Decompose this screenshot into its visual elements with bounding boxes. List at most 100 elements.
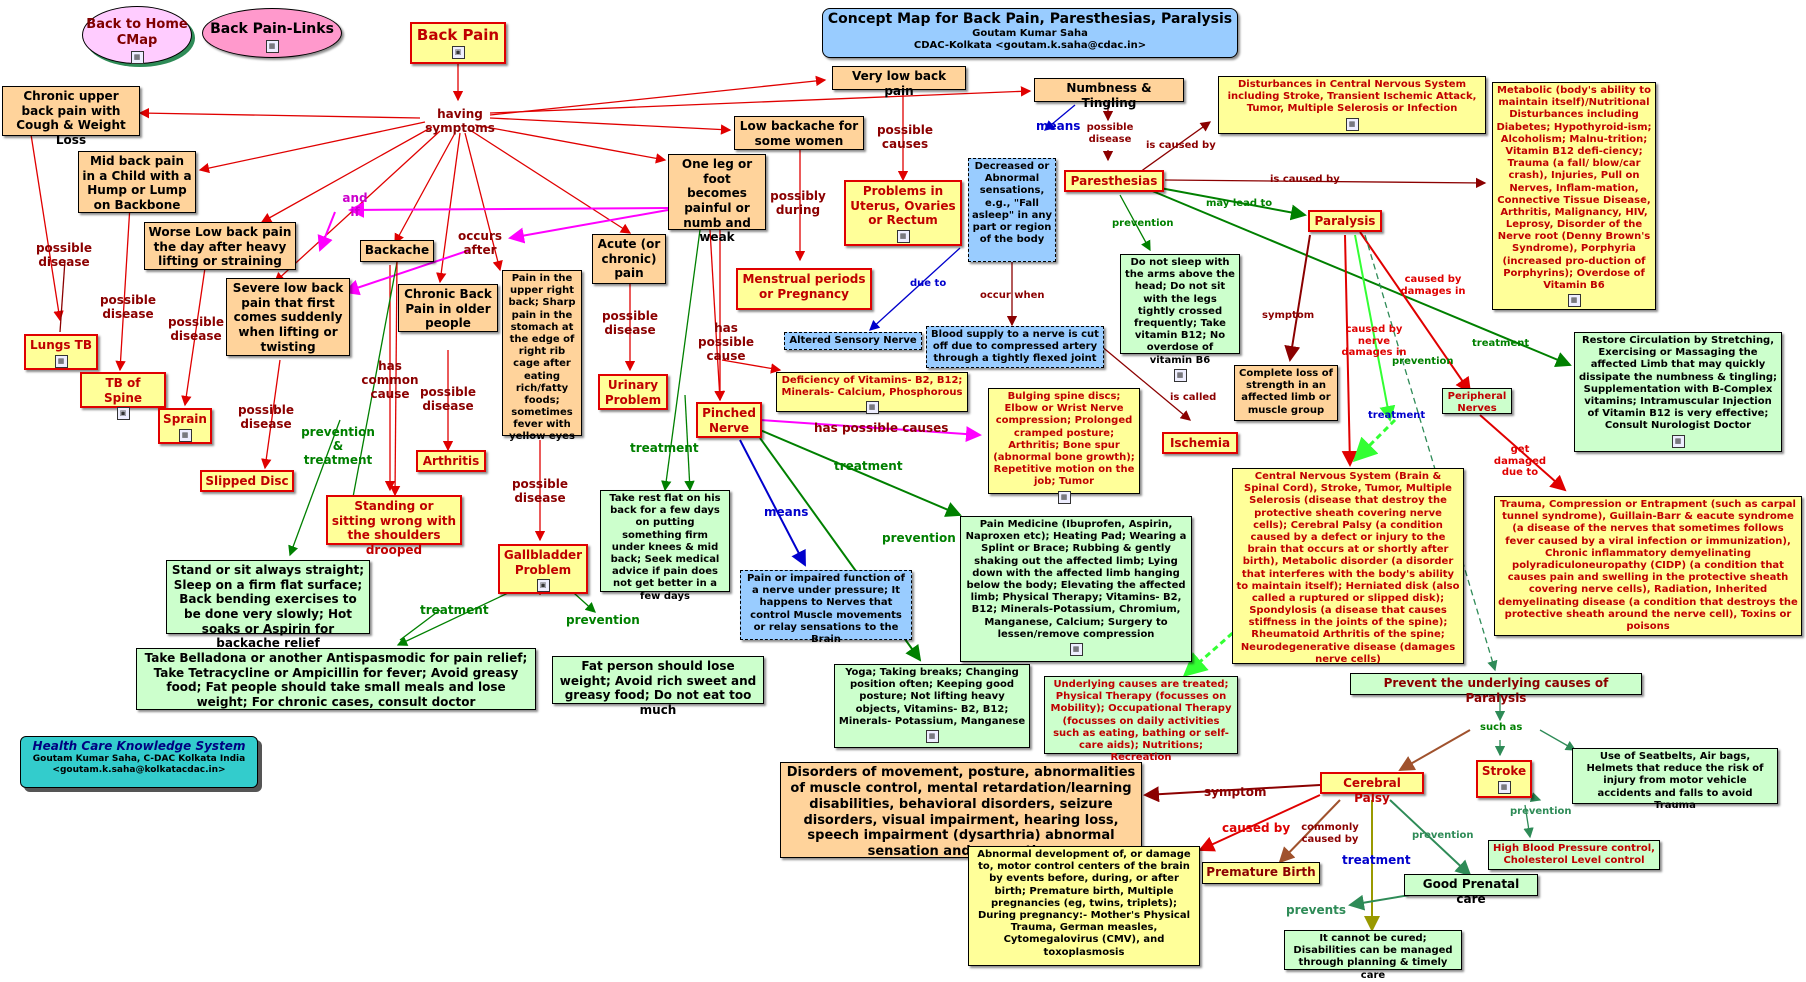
node-abnormal-dev[interactable]: Abnormal development of, or damage to, m… — [968, 846, 1200, 966]
node-mid-back[interactable]: Mid back pain in a Child with a Hump or … — [78, 151, 196, 213]
node-altered[interactable]: Altered Sensory Nerve — [784, 332, 922, 350]
node-sprain[interactable]: Sprain▦ — [158, 408, 212, 444]
node-underlying[interactable]: Underlying causes are treated; Physical … — [1044, 676, 1238, 763]
node-uterus[interactable]: Problems in Uterus, Ovaries or Rectum▦ — [844, 180, 962, 246]
node-low-women[interactable]: Low backache for some women — [734, 116, 864, 150]
node-chronic-older[interactable]: Chronic Back Pain in older people — [398, 284, 498, 332]
node-paralysis[interactable]: Paralysis — [1308, 210, 1382, 232]
node-cns[interactable]: Central Nervous System (Brain & Spinal C… — [1232, 468, 1464, 665]
label-caused-by: caused by — [1222, 821, 1291, 835]
footer-line2: <goutam.k.saha@kolkatacdac.in> — [52, 764, 226, 775]
node-right-upper[interactable]: Pain in the upper right back; Sharp pain… — [502, 270, 582, 442]
node-complete-loss[interactable]: Complete loss of strength in an affected… — [1234, 365, 1338, 421]
node-no-sleep[interactable]: Do not sleep with the arms above the hea… — [1120, 254, 1240, 382]
label-get-damaged: get damaged due to — [1493, 444, 1547, 478]
label-possible-disease-4: possible disease — [237, 403, 295, 431]
label-treatment-4: treatment — [1472, 338, 1530, 349]
node-restore[interactable]: Restore Circulation by Stretching, Exerc… — [1574, 332, 1782, 452]
label-occurs-after: occurs after — [457, 229, 503, 257]
node-gallbladder[interactable]: Gallbladder Problem▣ — [498, 544, 588, 594]
label-prevention-2: prevention — [882, 531, 956, 545]
node-metabolic[interactable]: Metabolic (body's ability to maintain it… — [1492, 82, 1656, 310]
cmap-doc-icon: ▦ — [1173, 368, 1187, 382]
node-standing[interactable]: Standing or sitting wrong with the shoul… — [326, 495, 462, 557]
label-possible-causes: possible causes — [876, 123, 934, 151]
node-back-pain[interactable]: Back Pain▣ — [410, 22, 506, 64]
label-caused-by-damages: caused by damages in — [1400, 274, 1466, 297]
node-one-leg[interactable]: One leg or foot becomes painful or numb … — [668, 154, 766, 244]
node-seatbelts[interactable]: Use of Seatbelts, Air bags, Helmets that… — [1572, 748, 1778, 811]
node-numbness[interactable]: Numbness & Tingling — [1034, 78, 1184, 110]
cmap-doc-icon: ▦ — [1345, 117, 1359, 131]
back-pain-links-link[interactable]: Back Pain-Links ▦ — [202, 8, 342, 58]
image-icon: ▣ — [451, 46, 465, 60]
label-prevention-4: prevention — [1392, 356, 1454, 367]
label-means-1: means — [764, 505, 809, 519]
node-high-bp[interactable]: High Blood Pressure control, Cholesterol… — [1488, 840, 1660, 870]
node-yoga[interactable]: Yoga; Taking breaks; Changing position o… — [834, 664, 1030, 748]
node-pain-medicine[interactable]: Pain Medicine (Ibuprofen, Aspirin, Napro… — [960, 516, 1192, 662]
node-belladona[interactable]: Take Belladona or another Antispasmodic … — [136, 648, 536, 710]
node-disturbances[interactable]: Disturbances in Central Nervous System i… — [1218, 76, 1486, 134]
node-cannot-cure[interactable]: It cannot be cured; Disabilities can be … — [1284, 930, 1462, 981]
home-link-label: Back to Home CMap — [86, 17, 188, 48]
node-very-low[interactable]: Very low back pain — [832, 66, 966, 98]
footer-box: Health Care Knowledge System Goutam Kuma… — [20, 736, 258, 788]
label-is-caused-by-2: is caused by — [1270, 174, 1340, 185]
node-acute[interactable]: Acute (or chronic) pain — [592, 234, 666, 284]
label-prevention-treatment: prevention & treatment — [301, 425, 375, 467]
node-lungs-tb[interactable]: Lungs TB▦ — [24, 334, 98, 370]
cmap-doc-icon: ▦ — [1497, 780, 1511, 794]
label-possible-disease-1: possible disease — [35, 241, 93, 269]
node-arthritis[interactable]: Arthritis — [416, 450, 486, 472]
node-pinched-nerve[interactable]: Pinched Nerve — [696, 402, 762, 438]
home-cmap-link[interactable]: Back to Home CMap ▦ — [82, 6, 192, 64]
footer-title: Health Care Knowledge System — [32, 739, 246, 753]
node-prevent-underlying[interactable]: Prevent the underlying causes of Paralys… — [1350, 673, 1642, 705]
node-cerebral-palsy[interactable]: Cerebral Palsy — [1320, 772, 1424, 805]
label-possible-disease-2: possible disease — [99, 293, 157, 321]
node-stand-sit[interactable]: Stand or sit always straight; Sleep on a… — [166, 560, 370, 650]
cmap-doc-icon: ▦ — [896, 229, 910, 243]
node-trauma[interactable]: Trauma, Compression or Entrapment (such … — [1494, 496, 1802, 636]
node-paresthesias[interactable]: Paresthesias — [1064, 170, 1164, 192]
page-title-box: Concept Map for Back Pain, Paresthesias,… — [822, 8, 1238, 58]
node-chronic-upper[interactable]: Chronic upper back pain with Cough & Wei… — [2, 86, 140, 147]
node-premature-birth[interactable]: Premature Birth — [1202, 862, 1320, 884]
node-prenatal-care[interactable]: Good Prenatal care — [1404, 874, 1538, 906]
cmap-doc-icon: ▦ — [265, 40, 279, 54]
node-decreased[interactable]: Decreased or Abnormal sensations, e.g., … — [968, 158, 1056, 262]
label-prevention-3: prevention — [1112, 218, 1174, 229]
label-such-as: such as — [1480, 722, 1523, 733]
title-author: Goutam Kumar Saha — [972, 28, 1088, 40]
node-bulging[interactable]: Bulging spine discs; Elbow or Wrist Nerv… — [988, 388, 1140, 504]
node-urinary[interactable]: Urinary Problem — [598, 374, 668, 410]
node-disorders[interactable]: Disorders of movement, posture, abnormal… — [780, 762, 1142, 859]
label-has-possible-causes: has possible causes — [814, 421, 949, 435]
node-impaired[interactable]: Pain or impaired function of a nerve und… — [740, 570, 912, 645]
node-menstrual[interactable]: Menstrual periods or Pregnancy — [736, 268, 872, 310]
label-and-if: and if — [342, 191, 368, 219]
node-slipped-disc[interactable]: Slipped Disc — [200, 470, 294, 492]
label-prevention-6: prevention — [1510, 806, 1572, 817]
label-means-2: means — [1036, 119, 1081, 133]
label-caused-by-nerve-damages: caused by nerve damages in — [1341, 324, 1407, 358]
label-possible-disease-7: possible disease — [601, 309, 659, 337]
node-peripheral[interactable]: Peripheral Nerves — [1442, 388, 1512, 414]
node-deficiency[interactable]: Deficiency of Vitamins- B2, B12; Mineral… — [776, 372, 968, 415]
label-prevention-5: prevention — [1412, 830, 1474, 841]
node-blood-supply[interactable]: Blood supply to a nerve is cut off due t… — [926, 326, 1104, 368]
label-is-caused-by-1: is caused by — [1146, 140, 1216, 151]
node-worse-low[interactable]: Worse Low back pain the day after heavy … — [144, 222, 296, 270]
image-icon: ▣ — [116, 407, 130, 421]
node-backache[interactable]: Backache — [360, 240, 434, 262]
node-severe-low[interactable]: Severe low back pain that first comes su… — [226, 278, 350, 356]
label-symptom-1: symptom — [1262, 310, 1315, 321]
node-fat-person[interactable]: Fat person should lose weight; Avoid ric… — [552, 656, 764, 717]
node-ischemia[interactable]: Ischemia — [1162, 432, 1238, 454]
node-rest-flat[interactable]: Take rest flat on his back for a few day… — [600, 490, 730, 602]
cmap-doc-icon: ▦ — [130, 50, 144, 64]
node-tb-spine[interactable]: TB of Spine▣ — [80, 372, 166, 421]
node-stroke[interactable]: Stroke▦ — [1476, 760, 1532, 798]
